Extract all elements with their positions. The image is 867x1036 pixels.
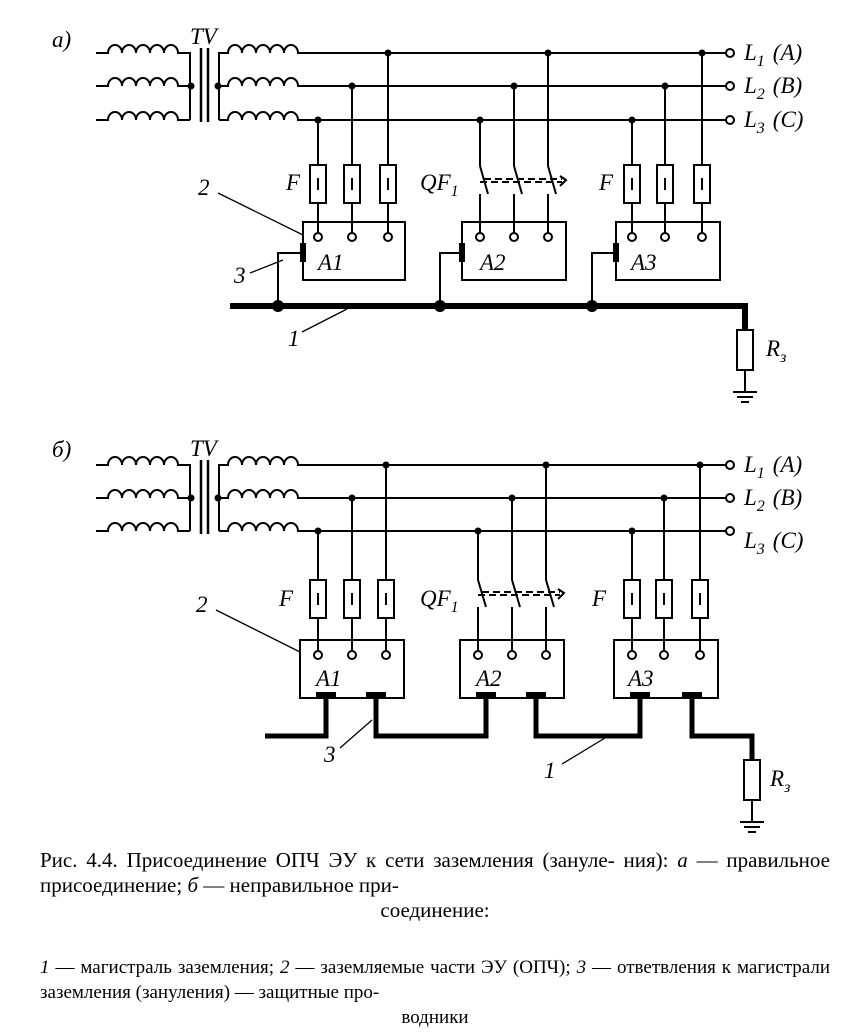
panel-a-ground-symbol xyxy=(733,391,757,403)
panel-b-fuses-a3 xyxy=(623,465,709,651)
panel-a-phase-l1-label: L1(A) xyxy=(743,40,802,70)
panel-b-callout-3: 3 xyxy=(323,742,336,767)
panel-a-device-a3-label: A3 xyxy=(629,250,657,275)
panel-b-callout-2: 2 xyxy=(196,592,208,617)
panel-b-breaker-label: QF1 xyxy=(420,586,459,616)
grounding-diagram: а) TV L1(A) L2(B) L3(C) F F QF1 A1 A2 A3… xyxy=(52,24,803,833)
panel-b-resistor-label: Rз xyxy=(769,766,790,796)
panel-a-protective-conductor-a1 xyxy=(277,252,303,306)
panel-a-transformer-secondary xyxy=(218,44,310,121)
panel-a-breaker-label: QF1 xyxy=(420,170,459,200)
panel-a-callout-3: 3 xyxy=(233,263,246,288)
panel-a-grounding-main xyxy=(230,303,748,330)
panel-b-fuses-a1 xyxy=(309,465,395,651)
panel-a-phase-l3-label: L3(C) xyxy=(743,107,803,137)
panel-b-device-a3-box xyxy=(613,639,719,699)
panel-a-callout-1: 1 xyxy=(288,326,300,351)
panel-a-fuses-a3 xyxy=(623,53,711,233)
panel-b-grounding-chain xyxy=(265,698,755,760)
legend-line-3: водники xyxy=(401,1007,469,1028)
panel-a-earth-resistor xyxy=(736,329,754,371)
panel-a-schematic xyxy=(96,44,757,403)
panel-b-fuse-label-2: F xyxy=(591,586,607,611)
panel-b-device-a2-box xyxy=(459,639,565,699)
panel-a-fuse-label-1: F xyxy=(285,170,301,195)
panel-b-callout-1: 1 xyxy=(544,758,556,783)
figure-caption: Рис. 4.4. Присоединение ОПЧ ЭУ к сети за… xyxy=(40,848,830,923)
panel-b-phase-l2-label: L2(B) xyxy=(743,485,802,515)
caption-line-3: соединение: xyxy=(380,898,490,922)
panel-b-tv-label: TV xyxy=(190,436,220,461)
panel-a-label: а) xyxy=(52,27,71,52)
panel-b-phase-l3-label: L3(C) xyxy=(743,528,803,558)
panel-b-label: б) xyxy=(52,437,71,462)
panel-b-ground-symbol xyxy=(740,821,764,833)
panel-b-schematic xyxy=(96,456,764,833)
panel-a-callout-2: 2 xyxy=(198,175,210,200)
panel-b-device-a1-label: A1 xyxy=(314,666,342,691)
panel-b-earth-resistor xyxy=(743,759,761,801)
panel-a-transformer-primary xyxy=(96,44,191,121)
legend-line-1: 1 — магистраль заземления; 2 — заземляем… xyxy=(40,957,612,978)
panel-b-phase-l1-label: L1(A) xyxy=(743,452,802,482)
panel-b-device-a1-box xyxy=(299,639,405,699)
panel-a-tv-label: TV xyxy=(190,24,220,49)
caption-line-1: Рис. 4.4. Присоединение ОПЧ ЭУ к сети за… xyxy=(40,848,615,872)
panel-b-fuse-label-1: F xyxy=(278,586,294,611)
panel-a-fuse-label-2: F xyxy=(598,170,614,195)
panel-a-breaker-qf1 xyxy=(479,53,568,233)
panel-a-resistor-label: Rз xyxy=(765,336,786,366)
panel-a-device-a1-label: A1 xyxy=(316,250,344,275)
panel-a-protective-conductor-a3 xyxy=(591,252,616,306)
panel-b-transformer-primary xyxy=(96,456,191,532)
panel-a-device-a2-label: A2 xyxy=(478,250,506,275)
panel-b-device-a2-label: A2 xyxy=(474,666,502,691)
panel-b-transformer-secondary xyxy=(218,456,310,532)
panel-a-fuses-a1 xyxy=(309,53,397,233)
panel-a-phase-l2-label: L2(B) xyxy=(743,73,802,103)
panel-b-breaker-qf1 xyxy=(477,465,566,651)
caption-line-2: ния): а — правильное присоединение; б — … xyxy=(40,848,830,897)
panel-b-device-a3-label: A3 xyxy=(626,666,654,691)
legend-line-2: ответвления к магистрали заземления (зан… xyxy=(40,957,830,1003)
figure-legend: 1 — магистраль заземления; 2 — заземляем… xyxy=(40,955,830,1030)
panel-a-protective-conductor-a2 xyxy=(439,252,462,306)
